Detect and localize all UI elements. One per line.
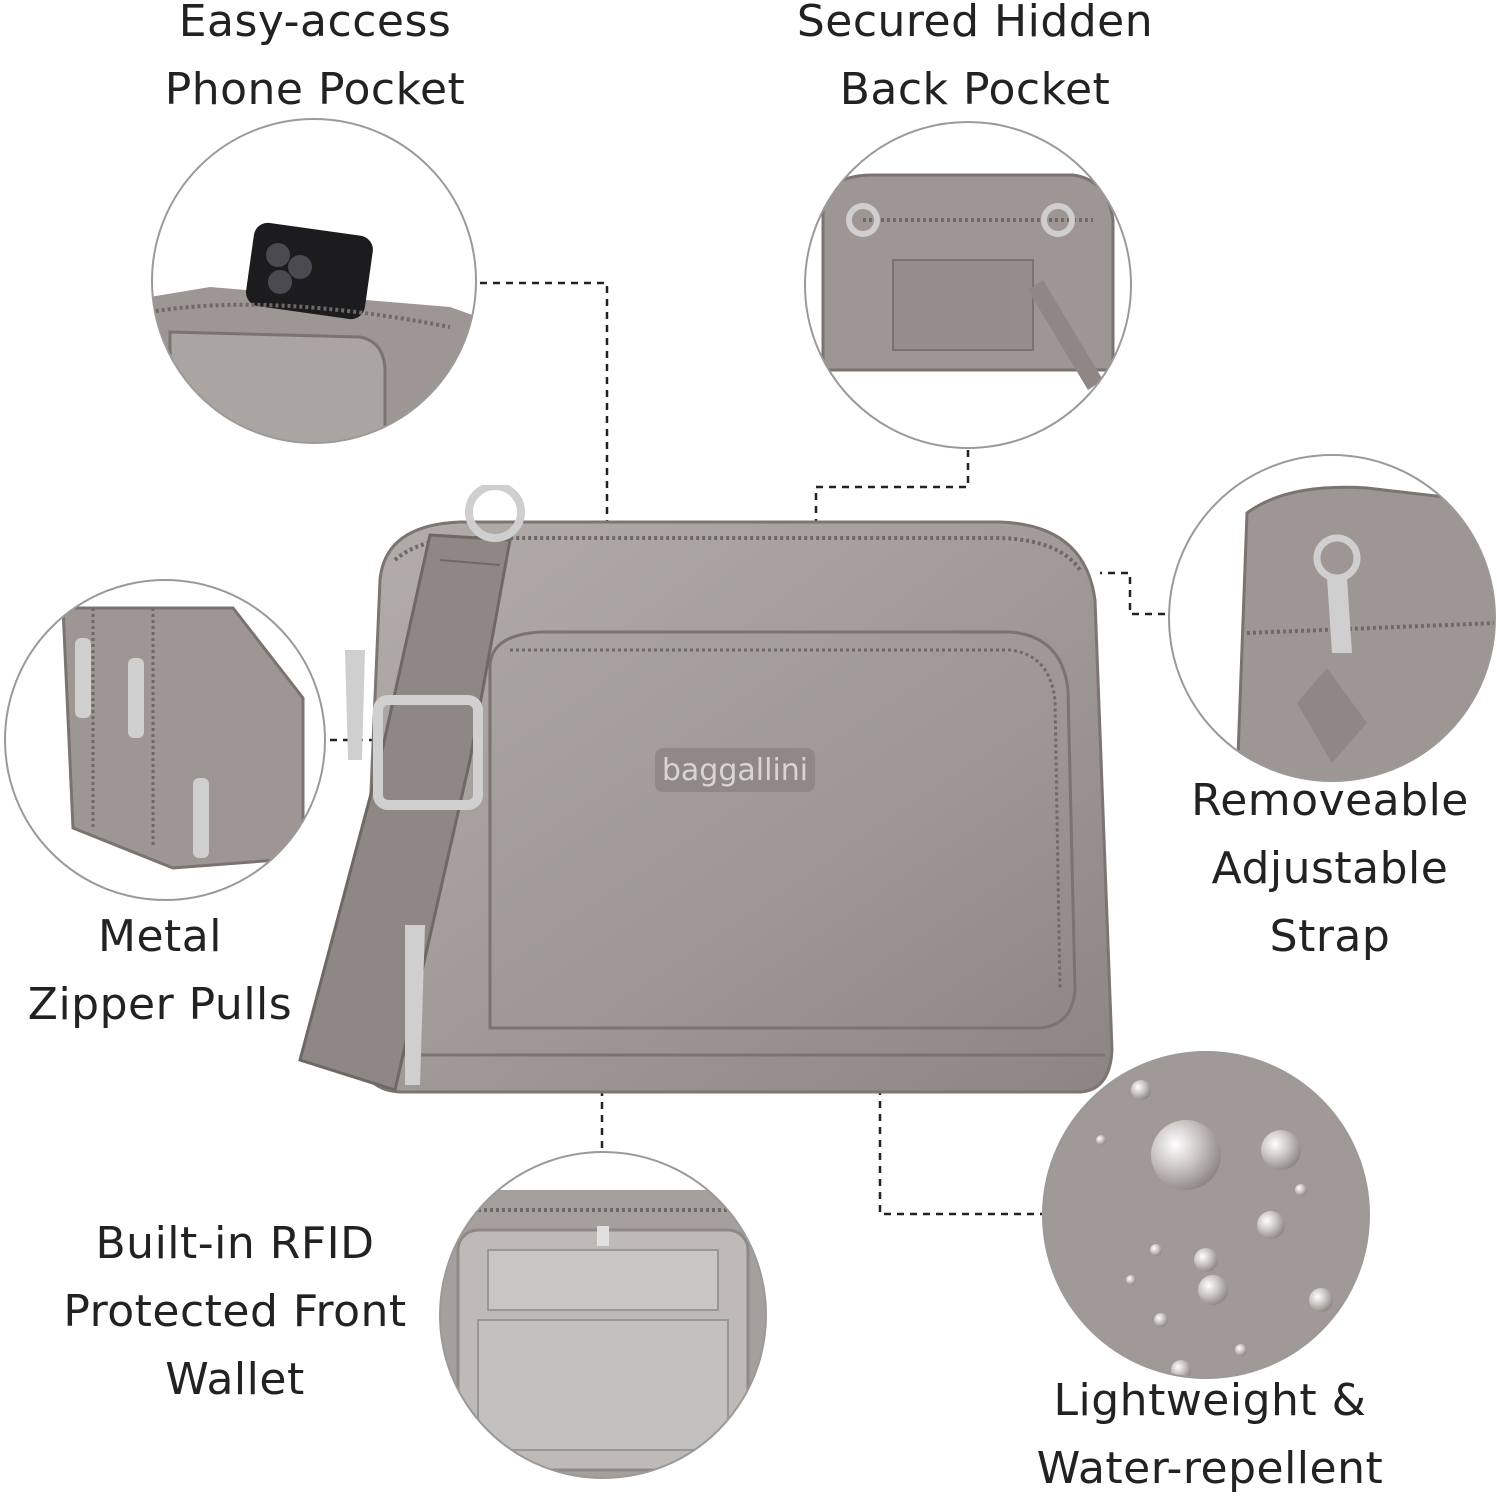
phone-pocket-image <box>151 118 477 444</box>
label-phone-pocket: Easy-access Phone Pocket <box>164 0 466 115</box>
back-pocket-image <box>804 121 1132 449</box>
leader-phone-pocket <box>480 281 609 565</box>
label-water-repellent: Lightweight & Water-repellent <box>1036 1375 1384 1494</box>
leader-strap <box>1100 571 1165 616</box>
zipper-pulls-image <box>4 579 326 901</box>
leader-back-pocket <box>814 450 970 540</box>
leader-water-repellent <box>878 906 1042 1216</box>
rfid-wallet-image <box>439 1151 767 1479</box>
label-zipper-pulls: Metal Zipper Pulls <box>27 911 293 1030</box>
water-repellent-image <box>1042 1051 1370 1379</box>
bag-logo: baggallini <box>662 753 808 788</box>
label-back-pocket: Secured Hidden Back Pocket <box>796 0 1154 115</box>
label-rfid-wallet: Built-in RFID Protected Front Wallet <box>63 1218 407 1405</box>
strap-image <box>1168 454 1496 782</box>
main-bag-image: baggallini <box>298 485 1114 1094</box>
label-strap: Removeable Adjustable Strap <box>1191 775 1469 962</box>
